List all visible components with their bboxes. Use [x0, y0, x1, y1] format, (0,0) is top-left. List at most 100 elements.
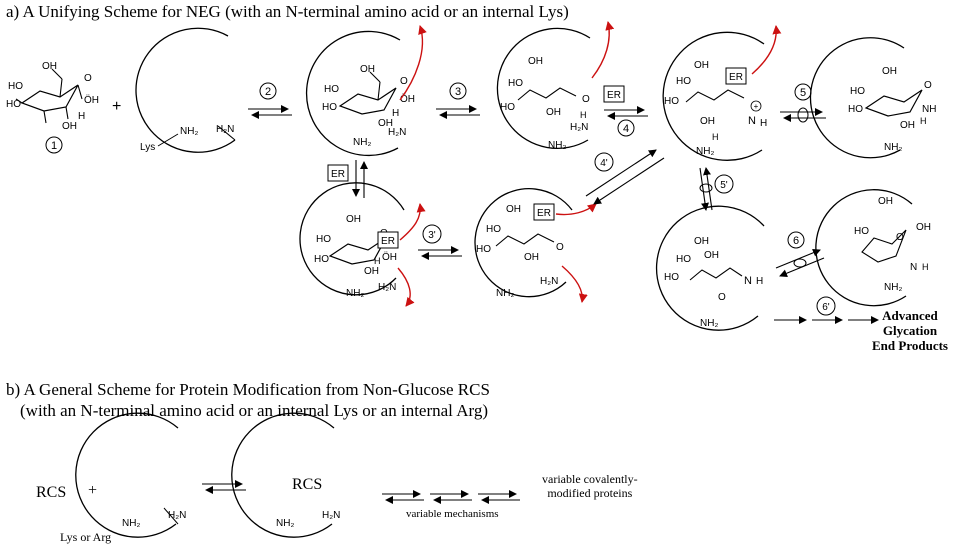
svg-text:ER: ER — [607, 90, 621, 101]
svg-text:ÖH: ÖH — [400, 93, 415, 105]
complex-glucose-protein: OH HO HO O ÖH OH H NH₂ H₂N — [305, 25, 427, 157]
svg-text:NH₂: NH₂ — [180, 126, 198, 137]
svg-text:OH: OH — [694, 236, 709, 247]
svg-text:6: 6 — [793, 235, 799, 247]
svg-text:HO: HO — [316, 234, 331, 245]
oh-label: OH — [42, 61, 57, 72]
svg-text:5: 5 — [800, 87, 806, 99]
svg-text:HO: HO — [508, 78, 523, 89]
svg-text:N: N — [910, 262, 917, 273]
svg-text:OH: OH — [360, 64, 375, 75]
svg-text:NH₂: NH₂ — [548, 140, 566, 151]
cyclic-amadori-complex: OH HO OH O N H NH₂ — [815, 189, 931, 307]
svg-text:ER: ER — [729, 72, 743, 83]
svg-text:OH: OH — [916, 222, 931, 233]
svg-text:HO: HO — [6, 99, 21, 110]
svg-text:OH: OH — [528, 56, 543, 67]
svg-text:O: O — [84, 73, 92, 84]
step-2-equilibrium: 2 — [248, 82, 292, 119]
svg-text:OH: OH — [704, 250, 719, 261]
svg-text:N: N — [748, 115, 756, 127]
step-1-marker: 1 — [45, 136, 63, 154]
svg-text:OH: OH — [900, 120, 915, 131]
svg-text:NH: NH — [922, 104, 936, 115]
svg-text:ÖH: ÖH — [84, 94, 99, 106]
svg-text:3': 3' — [428, 230, 436, 241]
step-4prime-equilibrium: 4' — [585, 149, 665, 205]
ages-line1: Advanced — [882, 308, 938, 323]
svg-text:NH₂: NH₂ — [346, 288, 364, 299]
svg-text:4: 4 — [623, 123, 629, 135]
svg-text:H: H — [920, 116, 927, 126]
svg-text:O: O — [556, 242, 564, 253]
svg-text:OH: OH — [694, 60, 709, 71]
lys-or-arg-label: Lys or Arg — [60, 530, 112, 544]
svg-text:OH: OH — [878, 196, 893, 207]
svg-text:OH: OH — [882, 66, 897, 77]
svg-text:H: H — [374, 256, 381, 266]
ages-line2: Glycation — [882, 323, 938, 338]
svg-text:OH: OH — [524, 252, 539, 263]
er-branch-vertical: ER — [327, 160, 368, 198]
svg-text:H: H — [922, 262, 929, 272]
svg-text:1: 1 — [51, 140, 57, 152]
svg-text:NH₂: NH₂ — [496, 288, 514, 299]
svg-text:3: 3 — [455, 86, 461, 98]
svg-text:H: H — [760, 118, 767, 129]
svg-text:OH: OH — [346, 214, 361, 225]
er-bound-aldehyde-complex: OH HO HO OH O ER NH₂ H₂N — [474, 188, 597, 303]
section-b-plus: + — [88, 482, 98, 499]
svg-text:NH₂: NH₂ — [884, 142, 902, 153]
section-a-scheme: OH HO HO O ÖH OH H 1 + NH₂ H₂N Lys 2 — [6, 21, 936, 331]
svg-text:H₂N: H₂N — [540, 276, 558, 287]
svg-text:H: H — [580, 110, 587, 120]
svg-text:ER: ER — [537, 208, 551, 219]
svg-text:2: 2 — [265, 86, 271, 98]
section-a-title: a) A Unifying Scheme for NEG (with an N-… — [6, 2, 569, 21]
svg-text:O: O — [400, 76, 408, 87]
ages-line3: End Products — [872, 338, 948, 353]
svg-text:HO: HO — [664, 272, 679, 283]
svg-text:HO: HO — [850, 86, 865, 97]
svg-text:H₂N: H₂N — [378, 282, 396, 293]
step-5prime-equilibrium: 5' — [699, 167, 734, 211]
plus-sign: + — [112, 98, 121, 115]
svg-text:H₂N: H₂N — [388, 127, 406, 138]
svg-text:HO: HO — [314, 254, 329, 265]
svg-text:HO: HO — [476, 244, 491, 255]
svg-text:H₂N: H₂N — [570, 122, 588, 133]
svg-text:ÖH: ÖH — [382, 251, 397, 263]
svg-text:H: H — [78, 111, 85, 122]
svg-text:O: O — [896, 232, 904, 243]
svg-text:H₂N: H₂N — [216, 124, 234, 135]
svg-text:OH: OH — [506, 204, 521, 215]
svg-text:NH₂: NH₂ — [700, 318, 718, 329]
svg-text:OH: OH — [700, 116, 715, 127]
svg-text:NH₂: NH₂ — [276, 518, 294, 529]
step-5-equilibrium: 5 — [780, 83, 826, 123]
svg-text:OH: OH — [364, 266, 379, 277]
protein-reactant: NH₂ H₂N Lys — [135, 27, 236, 153]
section-b-title-line2: (with an N-terminal amino acid or an int… — [20, 401, 488, 420]
schiff-base-complex: ER OH HO HO OH N H + H NH₂ — [662, 25, 782, 161]
svg-text:Lys: Lys — [140, 142, 155, 153]
svg-text:O: O — [582, 94, 590, 105]
svg-text:NH₂: NH₂ — [884, 282, 902, 293]
step-4-equilibrium: ER 4 — [603, 85, 648, 137]
variable-proteins-label: variable covalently- modified proteins — [542, 472, 638, 500]
svg-text:4': 4' — [600, 158, 608, 169]
svg-text:HO: HO — [486, 224, 501, 235]
svg-text:ER: ER — [381, 236, 395, 247]
rcs-reactant-label: RCS — [36, 484, 67, 501]
svg-text:HO: HO — [676, 76, 691, 87]
svg-text:HO: HO — [322, 102, 337, 113]
step-3-equilibrium: 3 — [436, 82, 480, 119]
glycosylamine-complex: OH HO HO O OH NH H NH₂ — [809, 37, 936, 159]
svg-text:O: O — [718, 292, 726, 303]
svg-text:H₂N: H₂N — [322, 510, 340, 521]
svg-text:O: O — [924, 80, 932, 91]
variable-mechanisms-label: variable mechanisms — [406, 508, 499, 520]
section-b-scheme: NH₂ H₂N NH₂ H₂N — [75, 412, 520, 538]
svg-text:H: H — [756, 276, 763, 287]
